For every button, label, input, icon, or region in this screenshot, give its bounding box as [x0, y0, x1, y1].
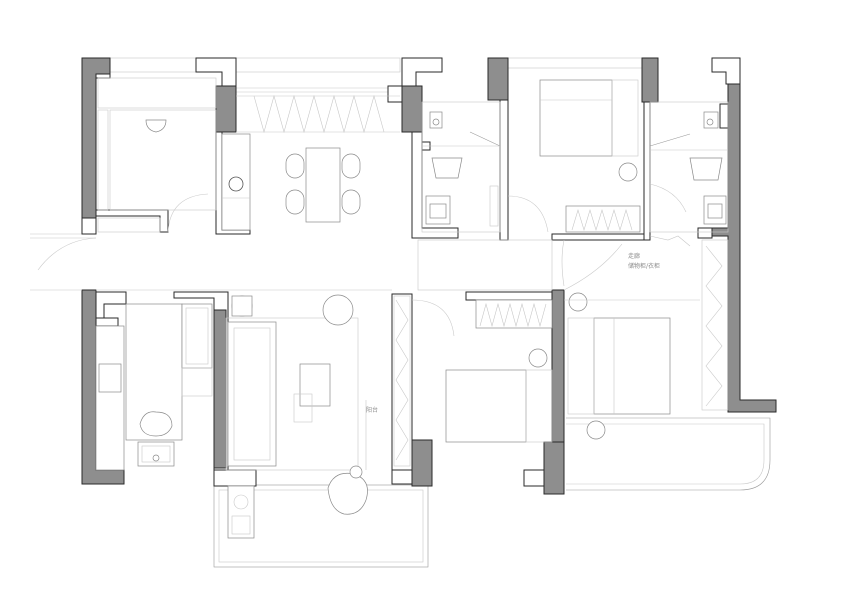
walls [81, 57, 777, 495]
nightstand-lamp [528, 348, 548, 368]
bedroom-bottom-2 [564, 292, 700, 440]
sink [228, 176, 244, 192]
bathroom-2 [649, 101, 729, 247]
bed [445, 369, 527, 443]
balcony-label: 阳台 [366, 406, 378, 414]
corridor-label-1: 走廊 [628, 252, 640, 260]
dining-table [305, 147, 341, 223]
sink [137, 441, 175, 467]
kitchen [95, 303, 213, 471]
nightstand-lamp [586, 420, 606, 440]
room-outlines [30, 77, 553, 291]
top-left-room [37, 109, 209, 271]
dining-chair [285, 153, 305, 179]
corridor-label-2: 储物柜/衣柜 [628, 262, 660, 270]
bathroom-1 [421, 101, 549, 233]
bedroom-top [539, 79, 641, 233]
bed [539, 79, 613, 157]
lounge-chair [327, 472, 368, 515]
dining-chair [285, 189, 305, 215]
shower-tray [689, 157, 723, 181]
shower-tray [431, 157, 463, 179]
kitchen-counter-left [95, 325, 125, 471]
nightstand-lamp [618, 162, 638, 182]
washing-machine [227, 485, 255, 539]
nightstand-lamp [568, 292, 588, 312]
dining-chair [341, 153, 361, 179]
fridge [181, 303, 213, 369]
bedroom-bottom-1 [393, 295, 553, 467]
living-room: 阳台 [225, 294, 378, 539]
corridor: 走廊 储物柜/衣柜 [96, 239, 729, 411]
coffee-table [299, 363, 331, 407]
pendant-lamp [145, 119, 167, 133]
dining-chair [341, 189, 361, 215]
balcony [213, 417, 771, 568]
kitchen-island [125, 303, 183, 441]
bed [593, 317, 671, 415]
floor-lamp [322, 294, 354, 326]
sofa [227, 321, 277, 467]
dining-area [221, 94, 400, 231]
